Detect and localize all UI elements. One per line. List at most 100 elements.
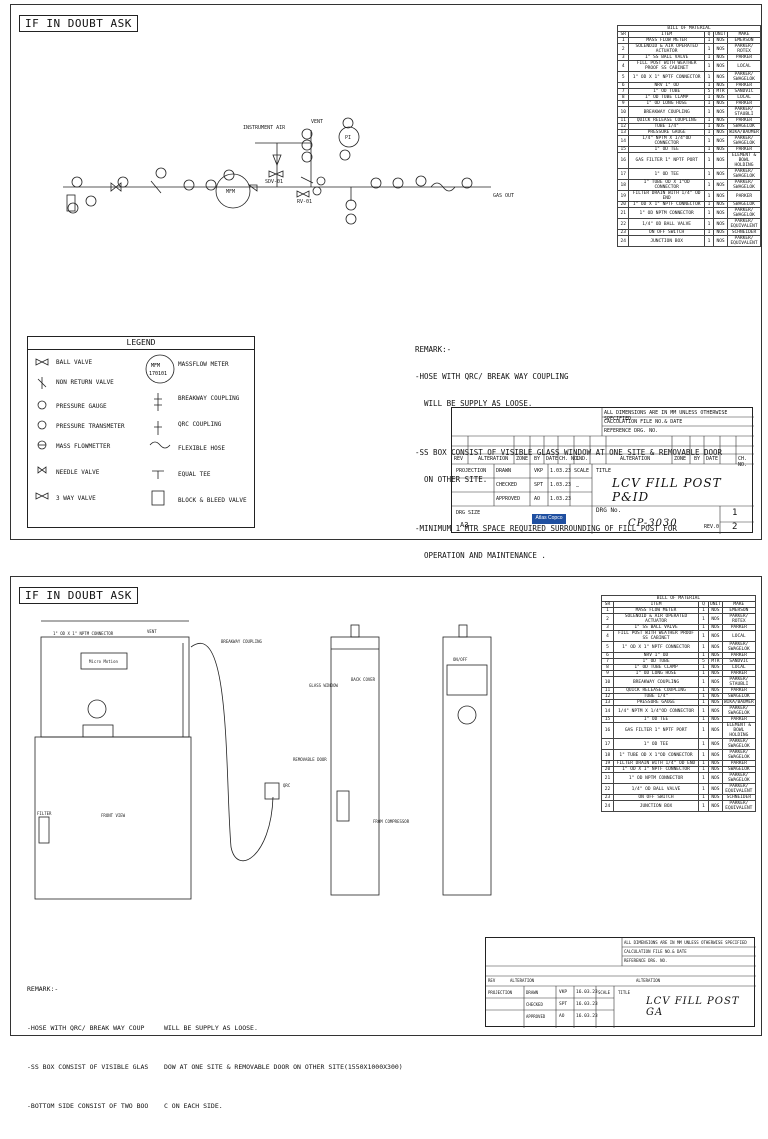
bom-cell: 18 — [616, 179, 630, 191]
ga-connector-label: 1" OD X 1" NPTM CONNECTOR — [53, 631, 114, 636]
bom-cell: QUICK RELEASE COUPLING — [613, 687, 699, 694]
remark-line: -MINIMUM 1 MTR SPACE REQUIRED SURROUNDIN… — [415, 524, 677, 533]
date-header-2: DATE — [706, 456, 719, 462]
legend-mass-flowmetter: MASS FLOWMETTER — [56, 443, 111, 450]
bom-cell: 1 — [703, 106, 715, 118]
bom-cell: 1 — [703, 135, 715, 147]
sheet-count: 2 — [732, 522, 738, 532]
approved-by: AO — [534, 496, 541, 502]
remark-line: OPERATION AND MAINTENANCE . — [415, 551, 546, 560]
ga-rev-header: REV — [488, 978, 496, 983]
bom-cell: QUICK RELEASE COUPLING — [628, 117, 705, 124]
title-block: ALL DIMENSIONS ARE IN MM UNLESS OTHERWIS… — [451, 407, 754, 534]
ga-checked-label: CHECKED — [526, 1002, 543, 1007]
bom-cell: 1/4" OD BALL VALVE — [613, 783, 699, 795]
bom-cell: LOCAL — [727, 60, 761, 72]
legend-pressure-gauge: PRESSURE GAUGE — [56, 403, 107, 410]
bom-cell: PARKER/ SWAGELOK — [727, 71, 761, 83]
bom-cell: 4 — [616, 60, 630, 72]
scale-value: — — [576, 484, 580, 490]
bom-cell: ELEMENT & BOWL HOLDING — [727, 152, 761, 169]
bom-cell: 1 — [703, 179, 715, 191]
legend-title: LEGEND — [28, 337, 254, 350]
bom-cell: NOS — [713, 190, 729, 202]
legend-block-bleed-valve: BLOCK & BLEED VALVE — [178, 497, 247, 504]
ga-title-label: TITLE — [618, 990, 631, 995]
ga-dimensions-note: ALL DIMENSIONS ARE IN MM UNLESS OTHERWIS… — [624, 940, 747, 945]
bom-cell: 5 — [616, 71, 630, 83]
ga-back-cover-label: BACK COVER — [351, 677, 376, 682]
bom-cell: PARKER/ SWAGELOK — [721, 705, 756, 717]
bom-cell: 10 — [601, 676, 614, 688]
bom-header-cell: UNIT — [713, 31, 729, 38]
bom-cell: NOS — [713, 43, 729, 55]
pid-diagram: INSTRUMENT AIR VENT GAS OUT SDV-01 RV-01… — [63, 117, 514, 225]
checked-by: SPT — [534, 482, 544, 488]
bom-cell: 1" OD NPTM CONNECTOR — [613, 772, 699, 784]
bom-cell: 2 — [616, 43, 630, 55]
bom-cell: 1/4" NPTM X 1/4"OD CONNECTOR — [628, 135, 705, 147]
bom-cell: NOS — [713, 135, 729, 147]
bom-cell: GAS FILTER 1" NPTF PORT — [628, 152, 705, 169]
bom-cell: BREAKWAY COUPLING — [613, 676, 699, 688]
ga-meter-label: Micro Motion — [89, 659, 118, 664]
bom-cell: FILL POST WITH WEATHER PROOF SS CABINET — [613, 630, 699, 642]
ga-removable-door-label: REMOVABLE DOOR — [293, 757, 327, 762]
bom-cell: NOS — [713, 106, 729, 118]
legend-ball-valve: BALL VALVE — [56, 359, 93, 366]
by-header: BY — [534, 456, 541, 462]
bom-cell: 1" OD TEE — [628, 168, 705, 180]
ga-alteration-header-2: ALTERATION — [636, 978, 661, 983]
bom-cell: PARKER/ EQUIVALENT — [721, 783, 756, 795]
ga-projection-label: PROJECTION — [488, 990, 513, 995]
bom-cell: 16 — [616, 152, 630, 169]
bom-cell: 1/4" NPTM X 1/4"OD CONNECTOR — [613, 705, 699, 717]
ga-scale-label: SCALE — [598, 990, 611, 995]
bom-cell: 1 — [698, 630, 709, 642]
ga-approved-label: APPROVED — [526, 1014, 546, 1019]
bom-cell: NOS — [708, 613, 723, 625]
bom-cell: NOS — [708, 705, 723, 717]
bom-cell: LOCAL — [721, 630, 756, 642]
bom-cell: 2 — [601, 613, 614, 625]
bom-cell: NOS — [708, 749, 723, 761]
bom-cell: 1" TUBE OD X 1"OD CONNECTOR — [628, 179, 705, 191]
bom-cell: 24 — [601, 800, 614, 812]
date-header: DATE — [546, 456, 559, 462]
sheet-number: 1 — [732, 508, 738, 518]
rv-label: RV-01 — [297, 199, 312, 205]
remark-line: -SS BOX CONSIST OF VISIBLE GLASS WINDOW … — [415, 448, 723, 457]
zone-header: ZONE — [516, 456, 529, 462]
bom-cell: PARKER/ SWAGELOK — [727, 135, 761, 147]
bom-cell: 1" OD TEE — [613, 738, 699, 750]
ga-front-view-label: FRONT VIEW — [101, 813, 126, 818]
bom-cell: 17 — [601, 738, 614, 750]
bom-cell: 1 — [703, 218, 715, 230]
bom-cell: 1 — [698, 749, 709, 761]
bom-cell: PARKER/ SWAGELOK — [721, 738, 756, 750]
bom-cell: 21 — [601, 772, 614, 784]
ga-drawing-title: LCV FILL POST GA — [646, 996, 740, 1018]
drg-no-label: DRG No. — [596, 507, 622, 514]
bom-cell: 1 — [703, 43, 715, 55]
legend-box: LEGEND MFM 170101 BALL VALVE NON RETURN — [27, 336, 255, 528]
ga-remarks-block: REMARK:- -HOSE WITH QRC/ BREAK WAY COUP … — [27, 957, 403, 1139]
bom-cell: 1/4" OD BALL VALVE — [628, 218, 705, 230]
bom-cell: 24 — [616, 235, 630, 247]
bom-cell: NOS — [713, 179, 729, 191]
bom-cell: 1 — [703, 190, 715, 202]
ch-no-header-2: CH. NO. — [738, 456, 748, 468]
remark-line: ON OTHER SITE. — [415, 475, 488, 484]
bom-cell: 1 — [698, 772, 709, 784]
